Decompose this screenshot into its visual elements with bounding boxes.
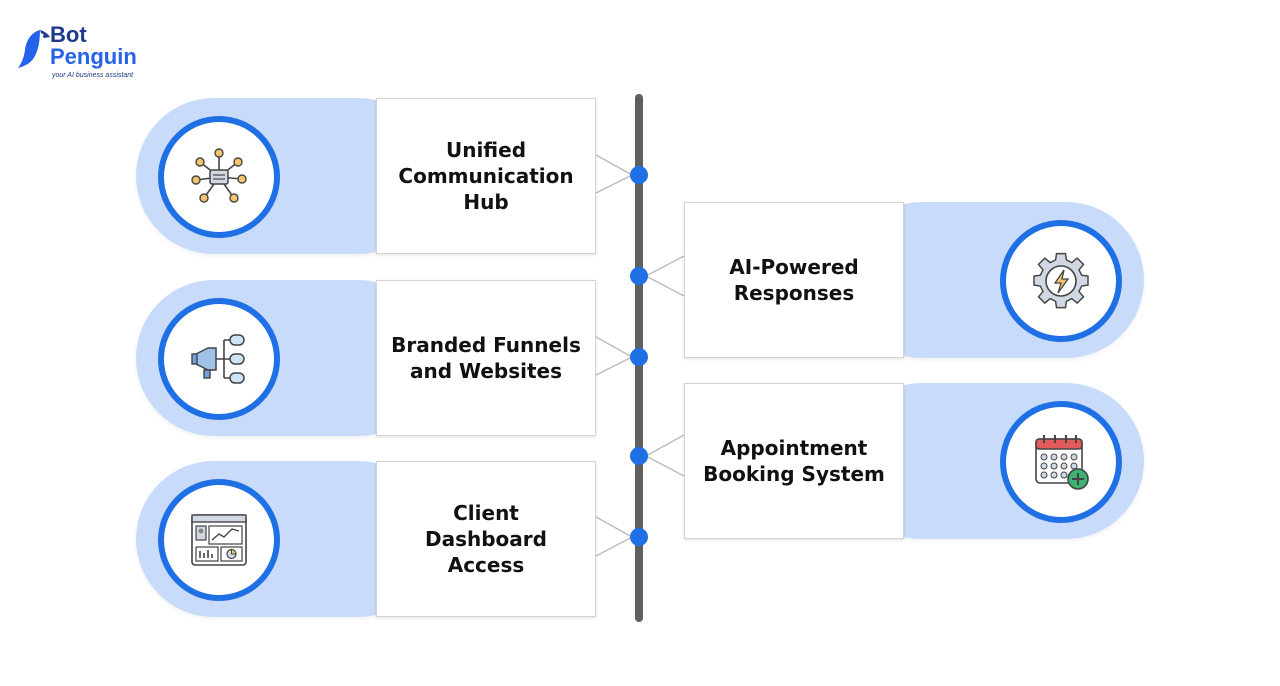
network-hub-icon — [191, 148, 247, 203]
icon-ring — [1000, 401, 1122, 523]
feature-card-dashboard: Client Dashboard Access — [136, 461, 596, 617]
brand-tagline: your AI business assistant — [52, 72, 134, 79]
brand-logo: Bot Penguin your AI business assistant — [18, 24, 148, 84]
feature-label: Appointment Booking System — [684, 383, 904, 539]
brand-name-line1: Bot — [50, 22, 87, 47]
icon-ring — [158, 479, 280, 601]
icon-ring — [158, 116, 280, 238]
feature-label: Unified Communication Hub — [376, 98, 596, 254]
penguin-logo-icon — [18, 30, 50, 68]
dashboard-icon — [191, 514, 247, 566]
calendar-add-icon — [1035, 435, 1089, 490]
feature-label: Branded Funnels and Websites — [376, 280, 596, 436]
brand-name: Bot Penguin — [50, 24, 137, 68]
gear-lightning-icon — [1033, 252, 1089, 309]
feature-card-ai: AI-Powered Responses — [684, 202, 1144, 358]
timeline-dot — [630, 447, 648, 465]
brand-name-line2: Penguin — [50, 44, 137, 69]
funnel-megaphone-icon — [191, 334, 245, 384]
feature-label: Client Dashboard Access — [376, 461, 596, 617]
icon-ring — [1000, 220, 1122, 342]
feature-label: AI-Powered Responses — [684, 202, 904, 358]
timeline-dot — [630, 166, 648, 184]
timeline-dot — [630, 348, 648, 366]
feature-card-funnels: Branded Funnels and Websites — [136, 280, 596, 436]
icon-ring — [158, 298, 280, 420]
feature-card-unified: Unified Communication Hub — [136, 98, 596, 254]
timeline-dot — [630, 267, 648, 285]
timeline-dot — [630, 528, 648, 546]
feature-card-booking: Appointment Booking System — [684, 383, 1144, 539]
